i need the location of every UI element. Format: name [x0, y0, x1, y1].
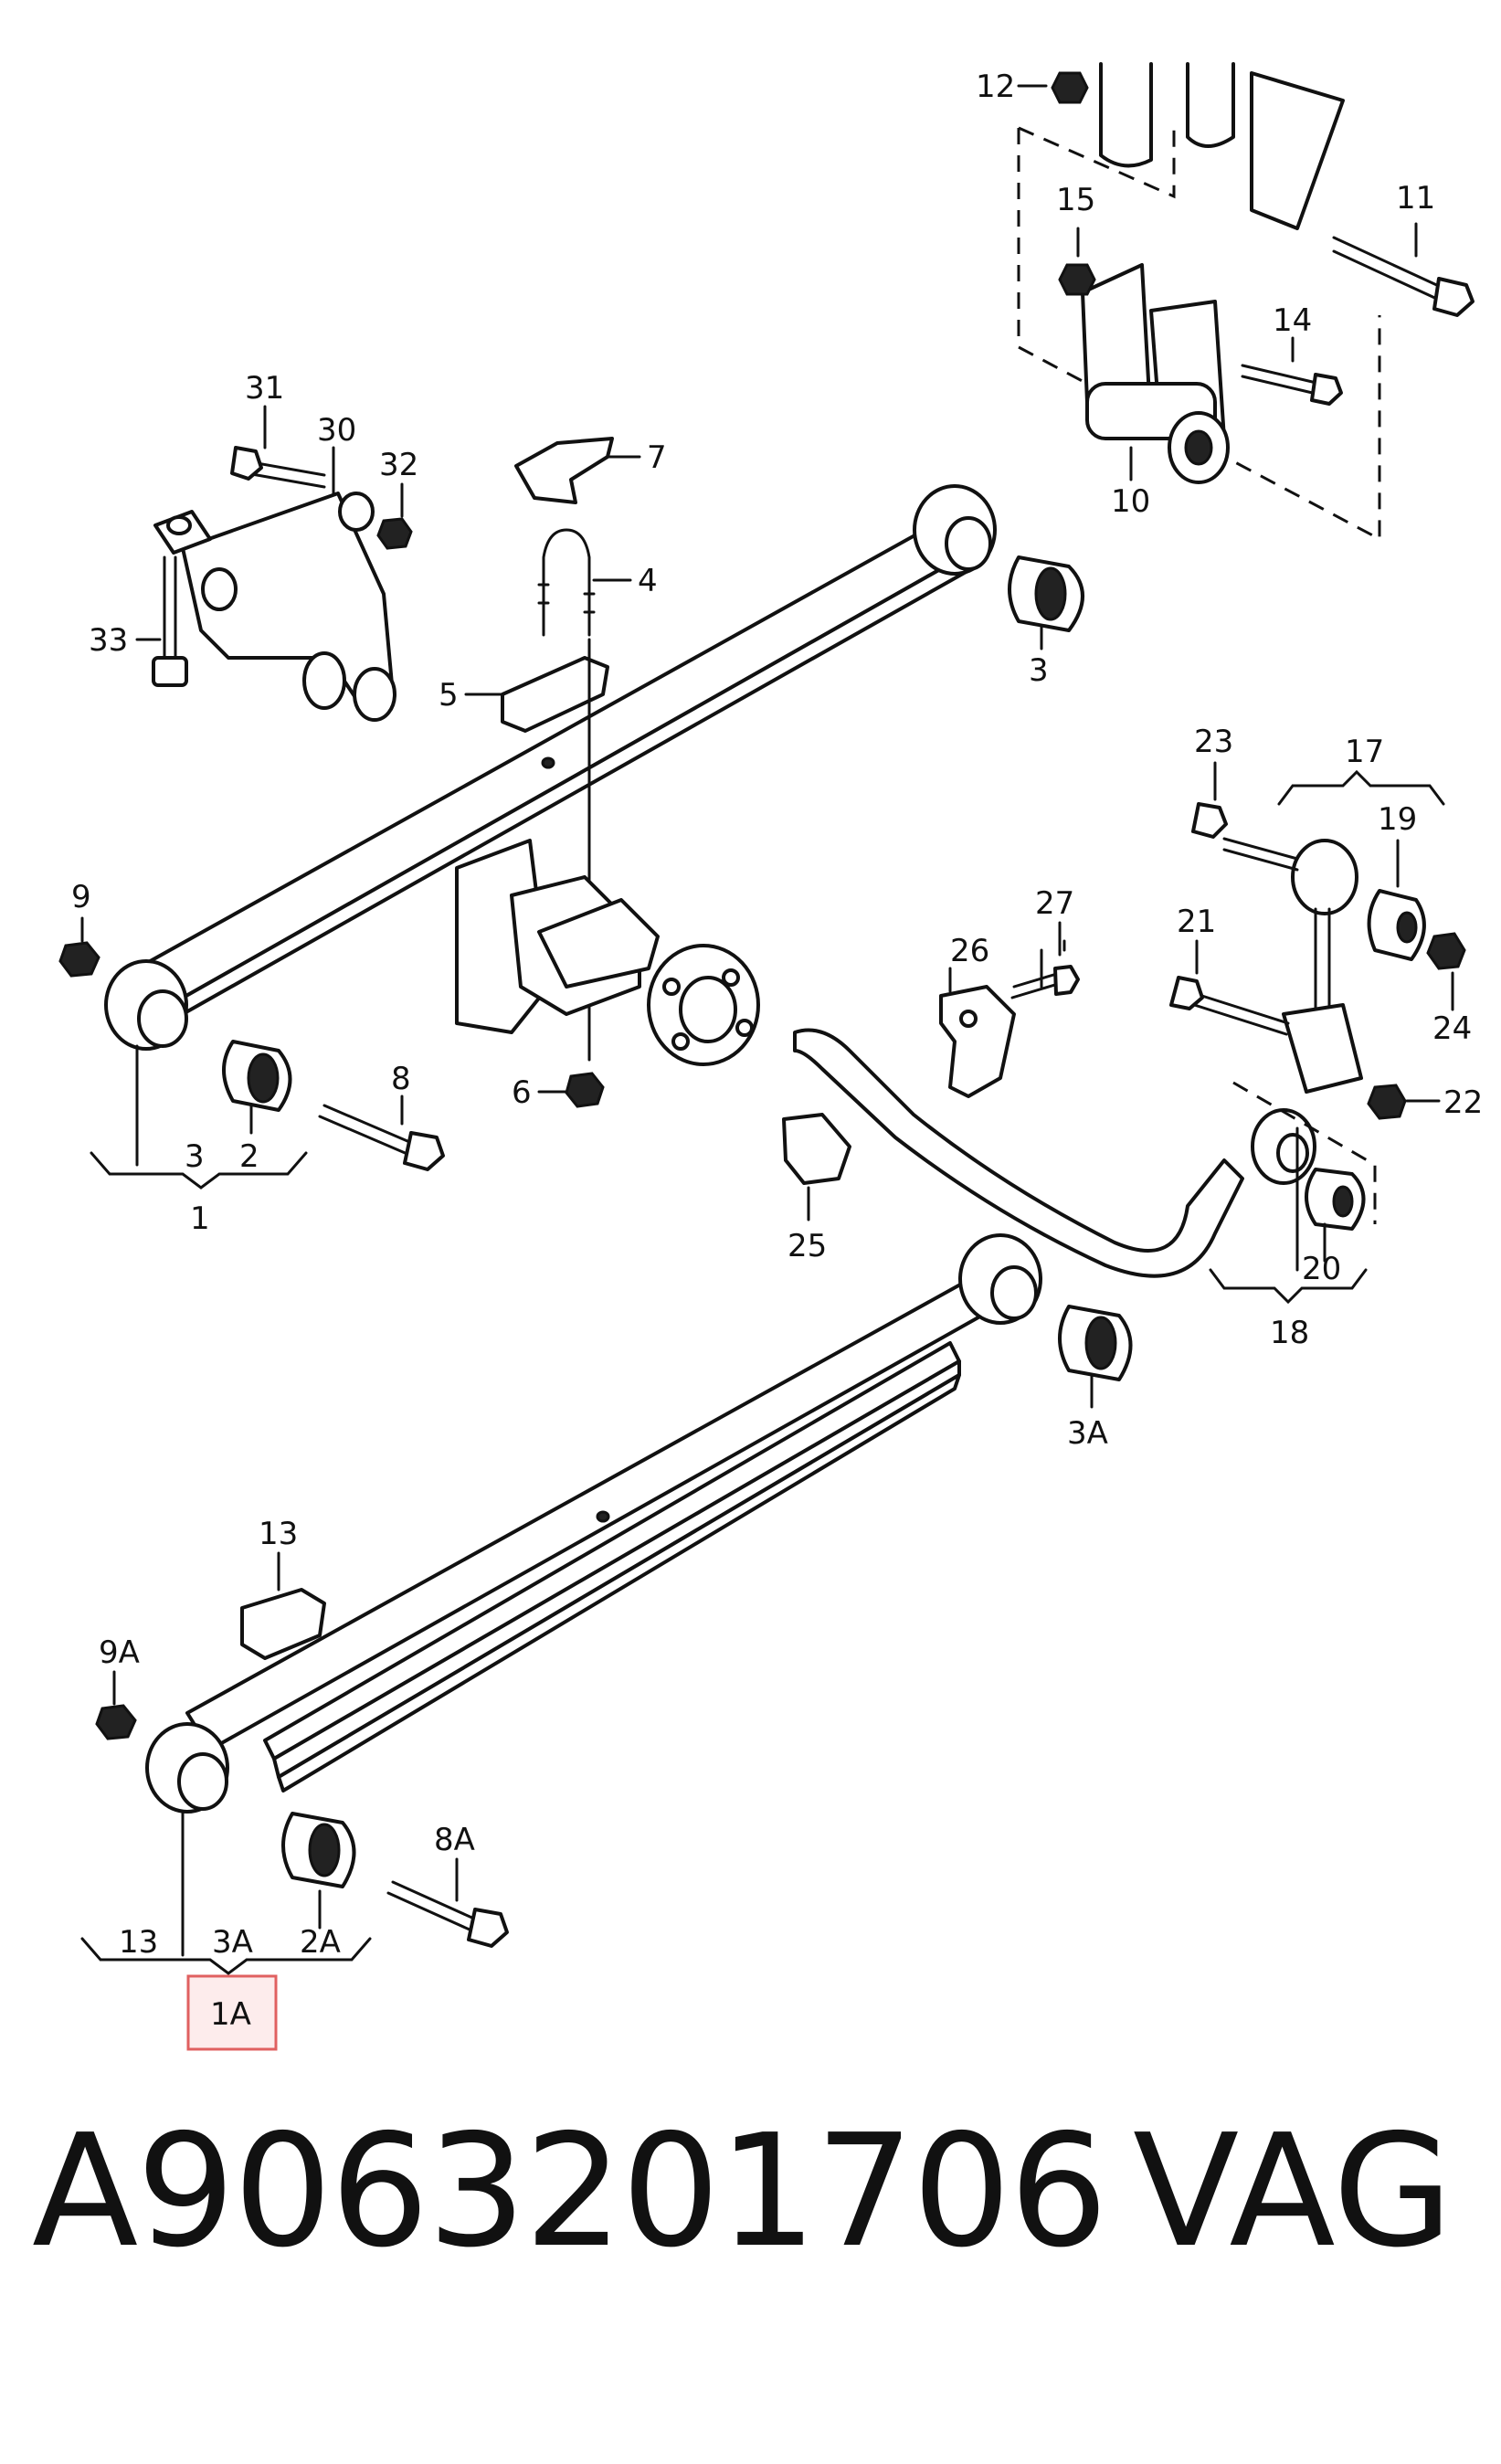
- label-25: 25: [787, 1228, 827, 1264]
- bolt-11-head: [1432, 277, 1475, 317]
- label-30: 30: [317, 412, 356, 449]
- label-12: 12: [976, 69, 1015, 105]
- label-3-front: 3: [185, 1138, 205, 1175]
- lower-leaf-spring: [145, 1233, 1042, 1814]
- stabilizer-bar-group: [782, 939, 1377, 1278]
- label-2: 2: [239, 1138, 259, 1175]
- label-33: 33: [89, 622, 128, 659]
- upper-bushings: [222, 555, 1084, 1112]
- part-number: A9063201706: [32, 2101, 1108, 2282]
- label-14: 14: [1273, 302, 1312, 339]
- label-9: 9: [71, 879, 91, 915]
- label-27: 27: [1035, 885, 1074, 922]
- label-19: 19: [1378, 801, 1417, 838]
- label-10: 10: [1111, 483, 1150, 520]
- label-31: 31: [245, 370, 284, 407]
- label-11: 11: [1396, 180, 1435, 217]
- label-18: 18: [1270, 1315, 1309, 1351]
- label-1A: 1A: [210, 1996, 251, 2033]
- bolt-14-head: [1310, 373, 1343, 406]
- axle-hub: [455, 839, 760, 1108]
- label-22: 22: [1443, 1084, 1483, 1121]
- label-6: 6: [512, 1074, 532, 1111]
- label-4: 4: [638, 563, 658, 599]
- bolt-8A: [386, 1880, 509, 1948]
- label-7: 7: [647, 439, 667, 476]
- label-2A: 2A: [300, 1924, 341, 1961]
- nut-15: [1058, 263, 1096, 296]
- label-9A: 9A: [99, 1634, 140, 1671]
- label-3A-lower: 3A: [212, 1924, 253, 1961]
- label-8: 8: [391, 1061, 411, 1097]
- label-13-lower: 13: [119, 1924, 158, 1961]
- label-3: 3: [1029, 652, 1049, 689]
- label-17: 17: [1345, 734, 1384, 770]
- lower-bushings: [281, 1305, 1133, 1888]
- drop-link-group: [1169, 802, 1466, 1120]
- label-15: 15: [1056, 182, 1095, 218]
- label-13: 13: [259, 1516, 298, 1552]
- label-8A: 8A: [434, 1822, 475, 1858]
- label-5: 5: [439, 677, 459, 714]
- bolt-8: [318, 1104, 445, 1171]
- brand-name: VAG: [1133, 2101, 1453, 2282]
- label-1: 1: [190, 1200, 210, 1237]
- nut-6: [565, 1072, 605, 1108]
- clamp-13: [240, 1588, 326, 1660]
- label-26: 26: [950, 933, 989, 969]
- label-3A: 3A: [1067, 1415, 1108, 1452]
- label-23: 23: [1194, 724, 1233, 760]
- callout-labels: 12 11 15 14 10 31 30 32 33 7 4 5 3 9 8 6…: [71, 69, 1483, 2033]
- nut-12: [1051, 71, 1089, 104]
- front-hanger-group: [152, 446, 413, 722]
- highlight-box-1A: [186, 1974, 278, 2051]
- label-21: 21: [1177, 904, 1216, 940]
- leader-lines: [80, 405, 1454, 1957]
- label-20: 20: [1302, 1251, 1341, 1287]
- label-32: 32: [379, 447, 418, 483]
- label-24: 24: [1432, 1010, 1472, 1047]
- nut-9: [58, 941, 100, 978]
- upper-leaf-spring: [104, 484, 997, 1051]
- shackle-bracket-group: [1017, 62, 1475, 542]
- nut-9A: [95, 1704, 137, 1740]
- group-braces: [80, 769, 1445, 1975]
